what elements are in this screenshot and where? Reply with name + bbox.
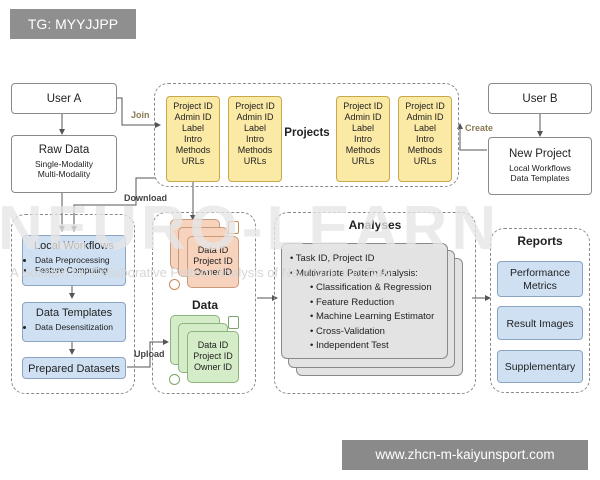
create-label: Create: [465, 123, 494, 133]
analysis-item-text: Machine Learning Estimator: [315, 311, 435, 322]
data-templates-item: Data Desensitization: [35, 322, 125, 332]
data-card-line: Data ID: [197, 340, 229, 350]
local-workflows-box: Local Workflows Data Preprocessing Featu…: [22, 235, 126, 286]
data-card-line: Project ID: [193, 256, 233, 266]
footer-url: www.zhcn-m-kaiyunsport.com: [342, 440, 588, 470]
project-card-line: Admin ID: [406, 112, 444, 122]
data-container: [152, 212, 256, 394]
project-card-line: Project ID: [235, 101, 275, 111]
watermark-text: NEURO-LEARN: [0, 194, 501, 263]
project-card-line: URLs: [243, 156, 267, 166]
user-a-label: User A: [46, 93, 82, 105]
analysis-line: • Task ID, Project ID: [290, 253, 375, 264]
new-project-line: Data Templates: [510, 173, 570, 183]
analysis-item: • Machine Learning Estimator: [310, 311, 435, 322]
join-label: Join: [131, 110, 150, 120]
project-card: Project ID Admin ID Label Intro Methods …: [228, 96, 282, 182]
project-card-line: Label: [181, 123, 205, 133]
report-item: Performance Metrics: [497, 261, 583, 297]
project-card-line: Intro: [245, 134, 264, 144]
project-card-line: Project ID: [173, 101, 213, 111]
project-card: Project ID Admin ID Label Intro Methods …: [166, 96, 220, 182]
user-a-box: User A: [11, 83, 117, 114]
analysis-line-text: Multivariate Pattern Analysis:: [295, 267, 418, 279]
raw-data-box: Raw Data Single-Modality Multi-Modality: [11, 135, 117, 193]
document-icon: [228, 316, 239, 329]
raw-data-line: Single-Modality: [34, 159, 94, 169]
analysis-item-text: Independent Test: [315, 340, 389, 351]
project-card-line: Intro: [415, 134, 434, 144]
project-card-line: URLs: [181, 156, 205, 166]
document-icon: [228, 221, 239, 234]
download-icon: [169, 374, 180, 385]
project-card: Project ID Admin ID Label Intro Methods …: [398, 96, 452, 182]
project-card-line: Label: [351, 123, 375, 133]
data-card-line: Project ID: [193, 351, 233, 361]
analyses-title: Analyses: [348, 218, 402, 232]
project-card-line: URLs: [351, 156, 375, 166]
project-card-line: Methods: [237, 145, 273, 155]
new-project-box: New Project Local Workflows Data Templat…: [488, 137, 592, 195]
tag-label: TG: MYYJJPP: [10, 9, 136, 39]
analysis-line: • Multivariate Pattern Analysis:: [290, 267, 418, 279]
project-card-line: Admin ID: [344, 112, 382, 122]
project-card-line: Methods: [407, 145, 443, 155]
report-item: Result Images: [497, 306, 583, 340]
data-templates-box: Data Templates Data Desensitization: [22, 302, 126, 342]
local-workflows-item: Data Preprocessing: [35, 255, 125, 265]
project-card-line: Intro: [183, 134, 202, 144]
cancel-icon: [169, 279, 180, 290]
analyses-container: [274, 212, 476, 394]
projects-container: [154, 83, 459, 187]
data-card-line: Owner ID: [193, 267, 232, 277]
data-card-line: Data ID: [197, 245, 229, 255]
project-card-line: Label: [413, 123, 437, 133]
watermark-subtitle: A Solution for Collaborative Pattern Ana…: [10, 265, 394, 280]
project-card-line: Methods: [175, 145, 211, 155]
project-card-line: Project ID: [405, 101, 445, 111]
analysis-item-text: Cross-Validation: [315, 325, 385, 337]
analysis-item-text: Feature Reduction: [315, 296, 395, 308]
project-card: Project ID Admin ID Label Intro Methods …: [336, 96, 390, 182]
analysis-line-text: Task ID, Project ID: [295, 253, 375, 264]
new-project-title: New Project: [509, 148, 571, 160]
prepared-datasets-label: Prepared Datasets: [28, 363, 120, 375]
local-container: [11, 214, 135, 394]
raw-data-title: Raw Data: [38, 144, 90, 156]
analysis-item: • Feature Reduction: [310, 296, 395, 308]
data-card-line: Owner ID: [193, 362, 232, 372]
reports-title: Reports: [517, 234, 563, 248]
data-title: Data: [191, 298, 218, 312]
analysis-item: • Cross-Validation: [310, 325, 385, 337]
download-label: Download: [124, 193, 167, 203]
project-card-line: Project ID: [343, 101, 383, 111]
analysis-item: • Classification & Regression: [310, 282, 432, 293]
user-b-box: User B: [488, 83, 592, 114]
user-b-label: User B: [522, 93, 558, 105]
local-workflows-title: Local Workflows: [34, 240, 114, 252]
project-card-line: Admin ID: [236, 112, 274, 122]
analysis-item-text: Classification & Regression: [315, 282, 432, 293]
projects-title: Projects: [284, 127, 330, 139]
project-card-line: Intro: [353, 134, 372, 144]
project-card-line: URLs: [413, 156, 437, 166]
upload-label: Upload: [134, 349, 165, 359]
local-workflows-item: Feature Computing: [35, 265, 125, 275]
analysis-card: • Task ID, Project ID • Multivariate Pat…: [281, 243, 448, 359]
prepared-datasets-box: Prepared Datasets: [22, 357, 126, 379]
data-templates-title: Data Templates: [35, 307, 113, 319]
data-card: Data ID Project ID Owner ID: [187, 236, 239, 288]
report-item: Supplementary: [497, 350, 583, 383]
reports-container: [490, 228, 590, 393]
project-card-line: Admin ID: [174, 112, 212, 122]
raw-data-line: Multi-Modality: [37, 169, 91, 179]
project-card-line: Label: [243, 123, 267, 133]
new-project-line: Local Workflows: [509, 163, 571, 173]
analysis-item: • Independent Test: [310, 340, 389, 351]
project-card-line: Methods: [345, 145, 381, 155]
data-card: Data ID Project ID Owner ID: [187, 331, 239, 383]
